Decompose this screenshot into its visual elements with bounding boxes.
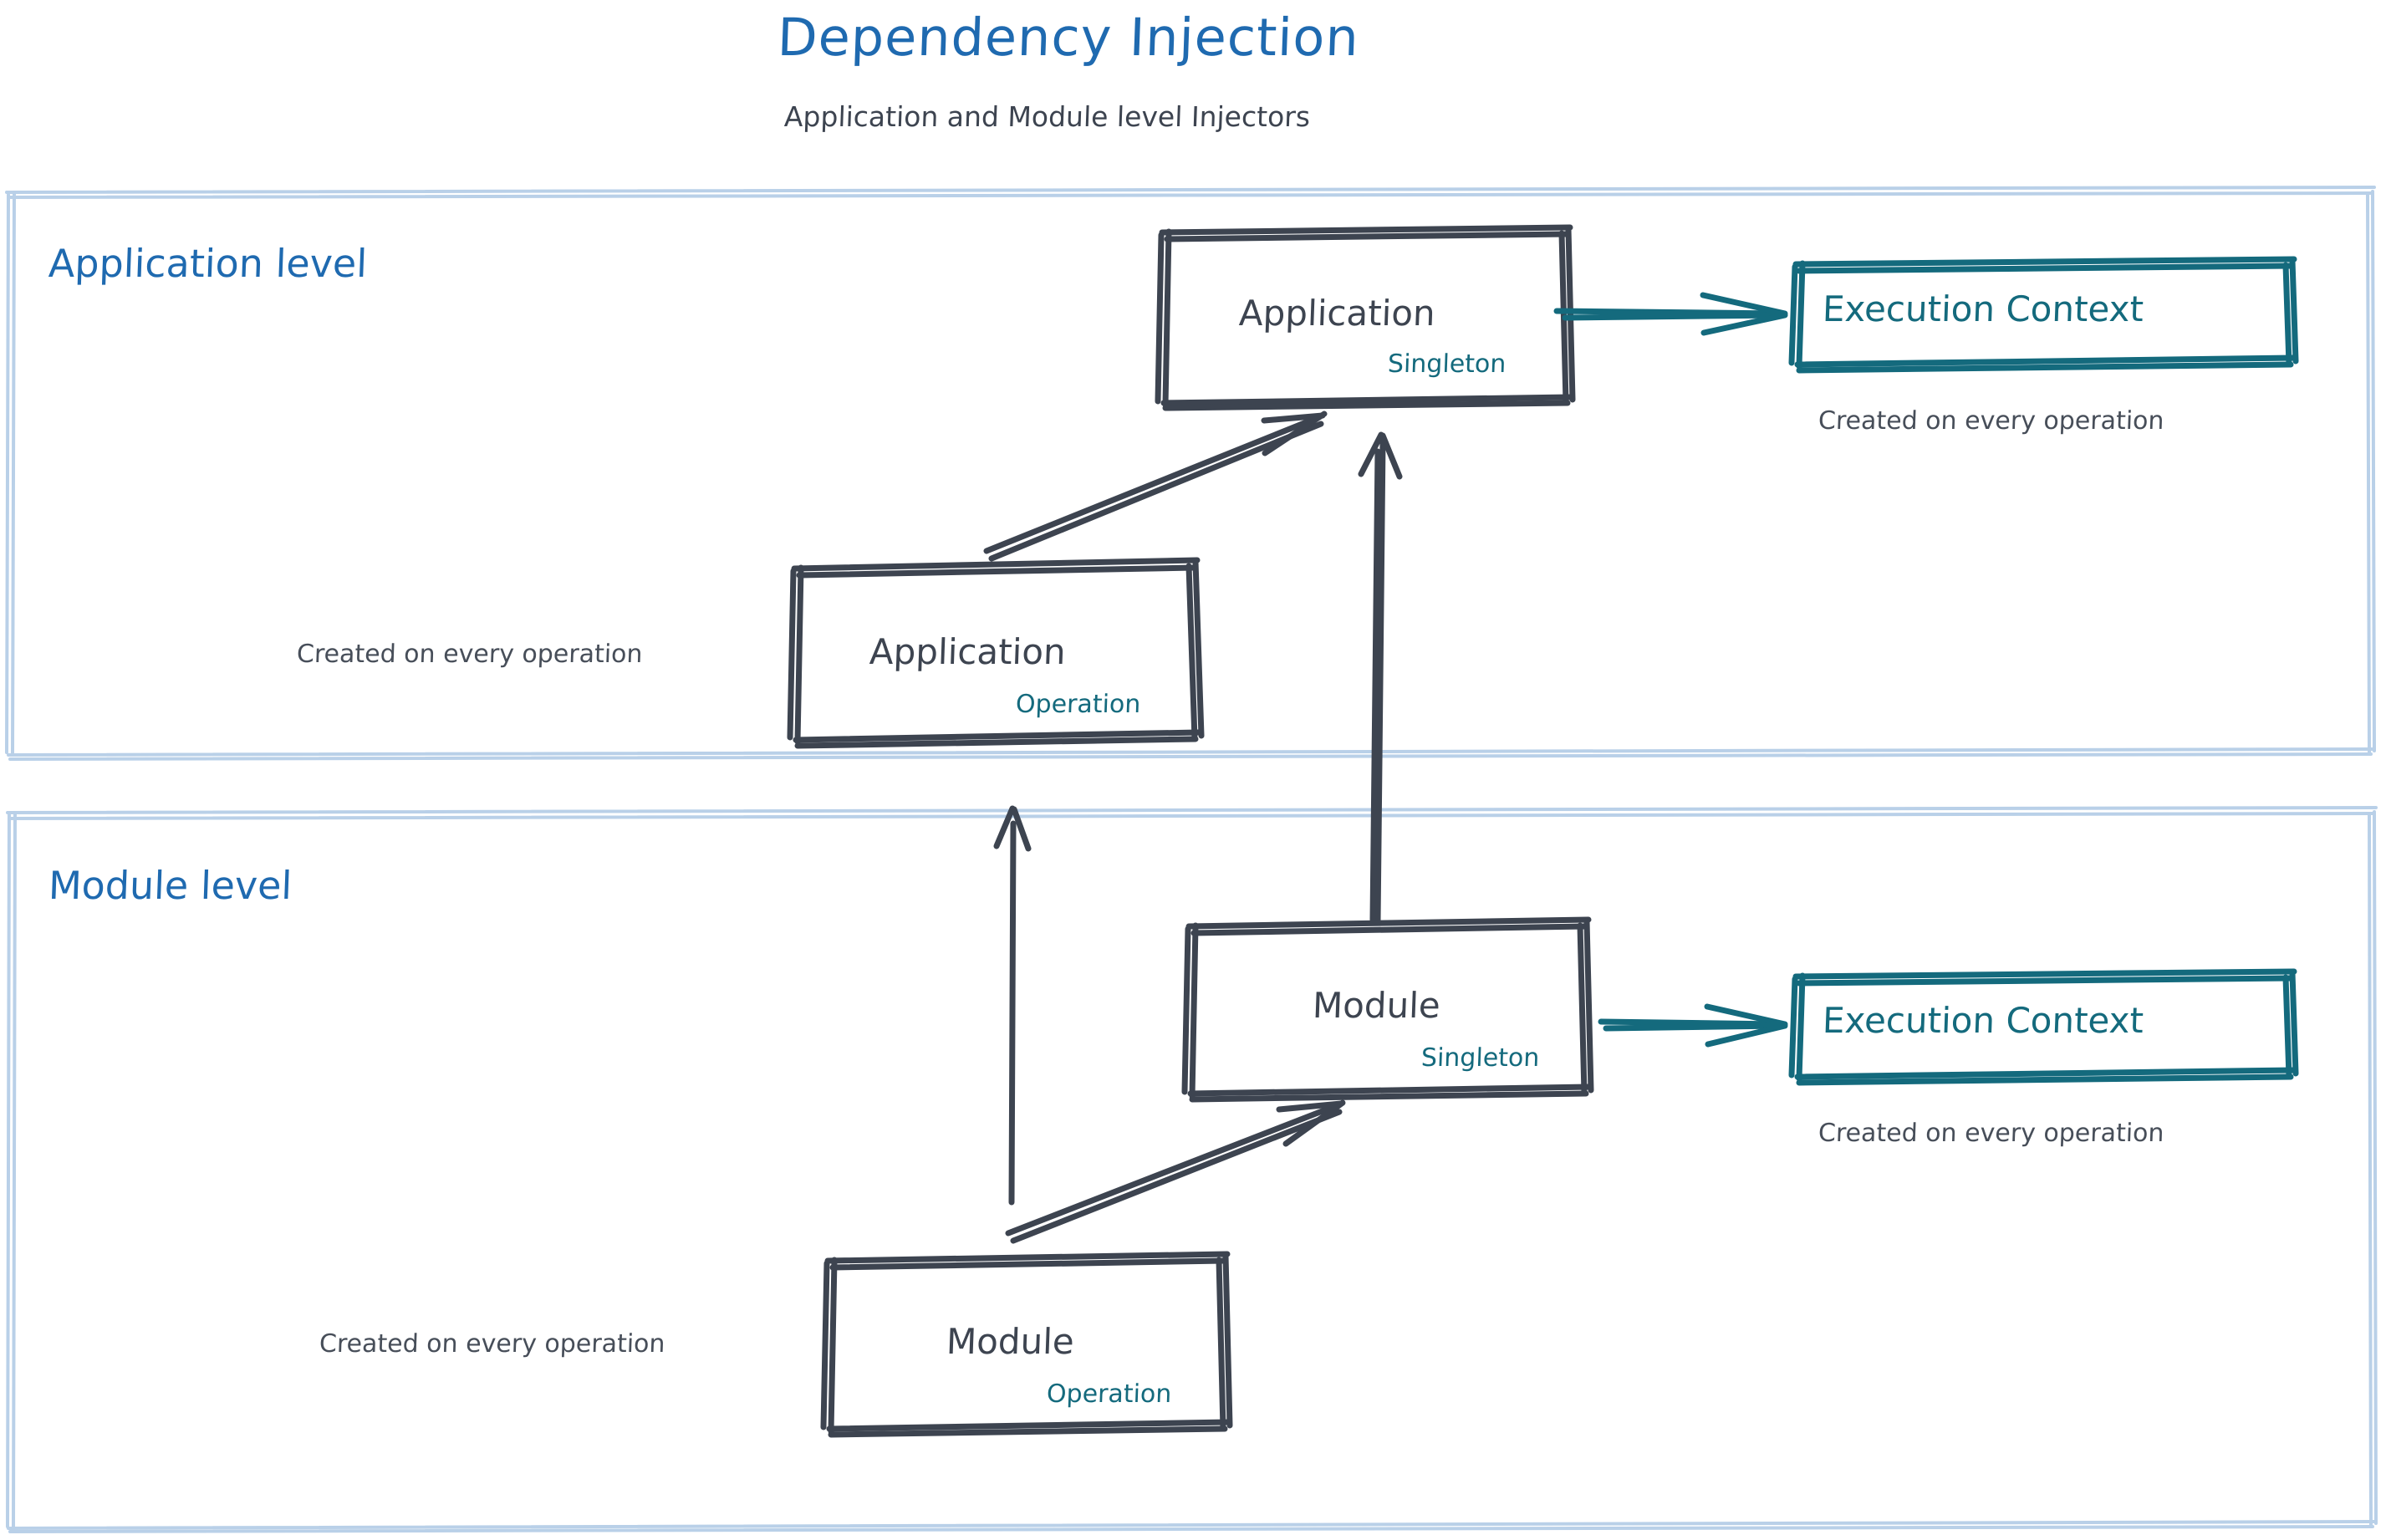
edge-module-singleton-to-execution-context xyxy=(1598,1003,1788,1048)
module-operation-title: Module xyxy=(946,1321,1075,1362)
execution-context-module-box[interactable] xyxy=(1788,968,2299,1086)
edge-app-singleton-to-execution-context xyxy=(1553,292,1788,336)
execution-context-application-title: Execution Context xyxy=(1822,288,2144,329)
section-label-application-level: Application level xyxy=(48,241,368,286)
section-label-module-level: Module level xyxy=(48,863,293,908)
module-singleton-box[interactable] xyxy=(1181,916,1594,1103)
application-operation-box[interactable] xyxy=(787,557,1205,749)
execution-context-application-box[interactable] xyxy=(1788,256,2299,374)
edge-app-operation-to-app-singleton xyxy=(983,410,1328,562)
application-operation-scope: Operation xyxy=(1015,690,1141,719)
note-module-execution-context: Created on every operation xyxy=(1818,1119,2165,1148)
note-module-operation: Created on every operation xyxy=(319,1329,666,1359)
module-operation-scope: Operation xyxy=(1046,1379,1172,1409)
note-application-operation: Created on every operation xyxy=(296,640,644,669)
page-title: Dependency Injection xyxy=(776,7,1361,68)
page-subtitle: Application and Module level Injectors xyxy=(783,100,1311,133)
module-level-container xyxy=(6,806,2378,1533)
application-operation-title: Application xyxy=(869,631,1067,672)
module-operation-box[interactable] xyxy=(820,1251,1233,1438)
execution-context-module-title: Execution Context xyxy=(1822,1000,2144,1041)
module-singleton-title: Module xyxy=(1312,985,1441,1026)
note-application-execution-context: Created on every operation xyxy=(1818,406,2165,436)
application-singleton-scope: Singleton xyxy=(1387,349,1507,379)
edge-module-operation-to-module-singleton xyxy=(1005,1099,1346,1244)
application-level-container xyxy=(5,186,2376,761)
application-singleton-box[interactable] xyxy=(1155,224,1576,411)
application-singleton-title: Application xyxy=(1238,293,1436,334)
module-singleton-scope: Singleton xyxy=(1420,1043,1540,1073)
edge-module-operation-to-app-operation xyxy=(993,805,1032,1206)
edge-module-singleton-to-app-singleton xyxy=(1358,431,1403,925)
